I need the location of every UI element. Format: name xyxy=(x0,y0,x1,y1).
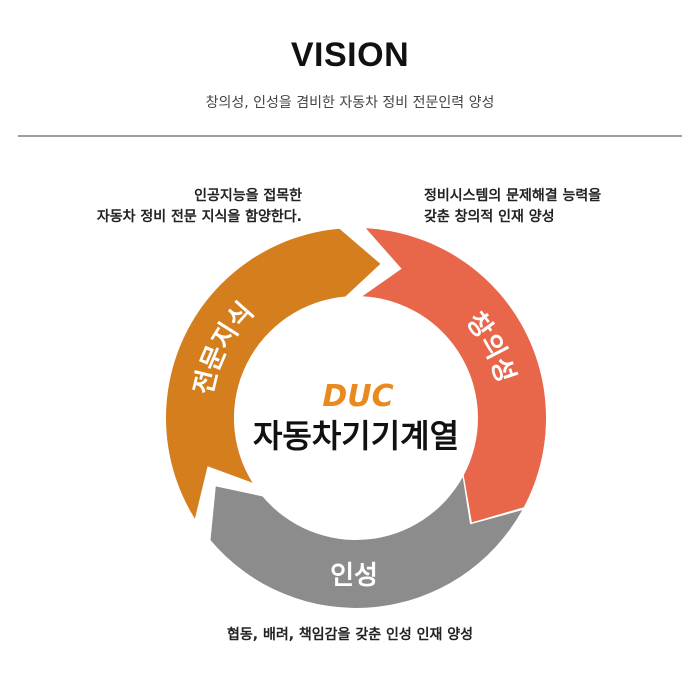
page-title: VISION xyxy=(290,36,410,74)
note-creativity-line-1: 정비시스템의 문제해결 능력을 xyxy=(424,188,602,204)
header-divider xyxy=(18,135,682,137)
note-creativity-line-2: 갖춘 창의적 인재 양성 xyxy=(424,209,555,225)
cycle-segment-character xyxy=(210,477,523,608)
note-character: 협동, 배려, 책임감을 갖춘 인성 인재 양성 xyxy=(227,627,473,643)
page-subtitle: 창의성, 인성을 겸비한 자동차 정비 전문인력 양성 xyxy=(205,95,495,111)
note-creativity: 정비시스템의 문제해결 능력을 갖춘 창의적 인재 양성 xyxy=(424,186,601,228)
note-knowledge: 인공지능을 접목한 자동차 정비 전문 지식을 함양한다. xyxy=(97,186,302,228)
note-knowledge-line-2: 자동차 정비 전문 지식을 함양한다. xyxy=(96,209,302,225)
duc-logo: DUC xyxy=(322,379,393,414)
center-title: 자동차기기계열 xyxy=(253,417,459,455)
cycle-label-character: 인성 xyxy=(330,561,378,591)
cycle-segment-knowledge xyxy=(166,228,381,519)
cycle-segment-creativity xyxy=(362,228,547,523)
note-knowledge-line-1: 인공지능을 접목한 xyxy=(194,188,302,204)
